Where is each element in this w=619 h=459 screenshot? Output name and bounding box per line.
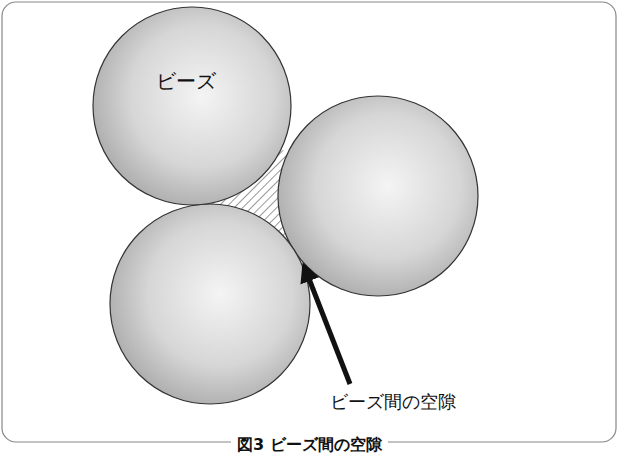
bead-circle — [278, 96, 478, 296]
bead-circle: ビーズ — [92, 6, 292, 206]
leader-arrow — [304, 266, 350, 384]
bead-circle — [93, 7, 291, 205]
bead-circle — [110, 204, 310, 404]
gap-label: ビーズ間の空隙 — [330, 390, 456, 414]
bead-label: ビーズ — [156, 68, 216, 95]
bead-outline — [92, 6, 292, 206]
frame — [2, 2, 616, 442]
figure-caption: 図3 ビーズ間の空隙 — [231, 435, 388, 456]
